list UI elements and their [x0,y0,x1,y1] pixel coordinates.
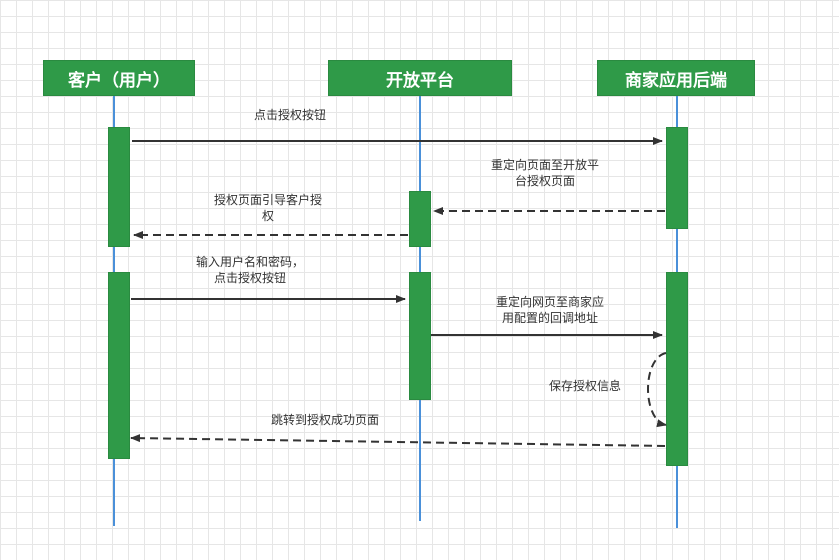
platform-header: 开放平台 [328,60,512,96]
label-m3: 授权页面引导客户授 权 [213,193,322,223]
label-m4: 输入用户名和密码， 点击授权按钮 [195,255,304,285]
arrow-m6-self [647,352,667,428]
platform-activation-1 [409,191,431,247]
customer-activation-2 [108,272,130,459]
label-m2: 重定向页面至开放平 台授权页面 [490,158,599,188]
label-m6: 保存授权信息 [548,379,621,393]
customer-activation-1 [108,127,130,247]
label-m7: 跳转到授权成功页面 [270,413,379,427]
customer-header: 客户（用户） [43,60,195,96]
label-m1: 点击授权按钮 [253,108,326,122]
platform-activation-2 [409,272,431,400]
backend-header: 商家应用后端 [597,60,755,96]
backend-activation-1 [666,127,688,229]
label-m5: 重定向网页至商家应 用配置的回调地址 [495,295,604,325]
arrow-m7 [130,434,666,447]
backend-activation-2 [666,272,688,466]
